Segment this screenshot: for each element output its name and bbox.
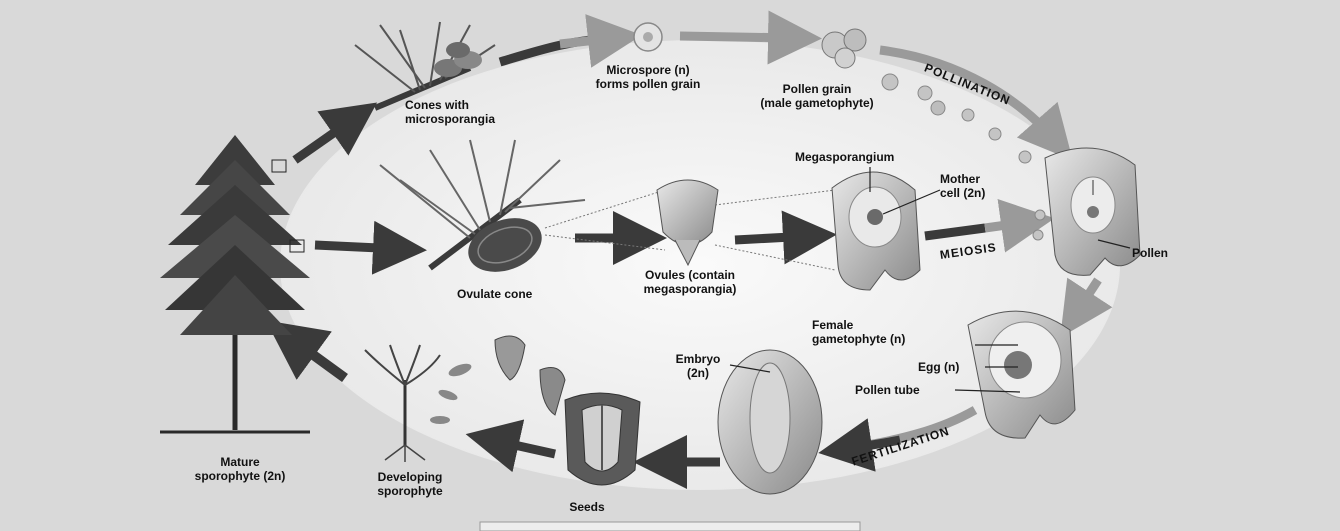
label-embryo: Embryo (2n): [668, 352, 728, 380]
label-pollen-grain: Pollen grain (male gametophyte): [752, 82, 882, 110]
label-microspore: Microspore (n) forms pollen grain: [573, 63, 723, 91]
arrow-ovules-to-megasporangium: [735, 236, 810, 240]
bottom-tab: [480, 522, 860, 531]
label-cones-with-microsporangia: Cones with microsporangia: [405, 98, 495, 126]
label-female-gametophyte: Female gametophyte (n): [812, 318, 905, 346]
pollinated-ovule-illustration: [1045, 148, 1140, 275]
label-developing-sporophyte: Developing sporophyte: [355, 470, 465, 498]
arrow-meiosis: [985, 222, 1028, 228]
label-pollen: Pollen: [1132, 246, 1168, 260]
label-ovulate-cone: Ovulate cone: [457, 287, 532, 301]
label-mature-sporophyte: Mature sporophyte (2n): [180, 455, 300, 483]
embryo-seed-illustration: [718, 350, 822, 494]
label-pollen-tube: Pollen tube: [855, 383, 920, 397]
label-egg: Egg (n): [918, 360, 959, 374]
label-seeds: Seeds: [562, 500, 612, 514]
label-ovules: Ovules (contain megasporangia): [620, 268, 760, 296]
label-megasporangium: Megasporangium: [795, 150, 894, 164]
microspore-illustration: [634, 23, 662, 51]
label-mother-cell: Mother cell (2n): [940, 172, 985, 200]
arrow-cones-to-microspore: [560, 38, 615, 44]
arrow-microspore-to-pollen: [680, 36, 795, 38]
arrow-tree-to-ovulate-cone: [315, 245, 400, 249]
